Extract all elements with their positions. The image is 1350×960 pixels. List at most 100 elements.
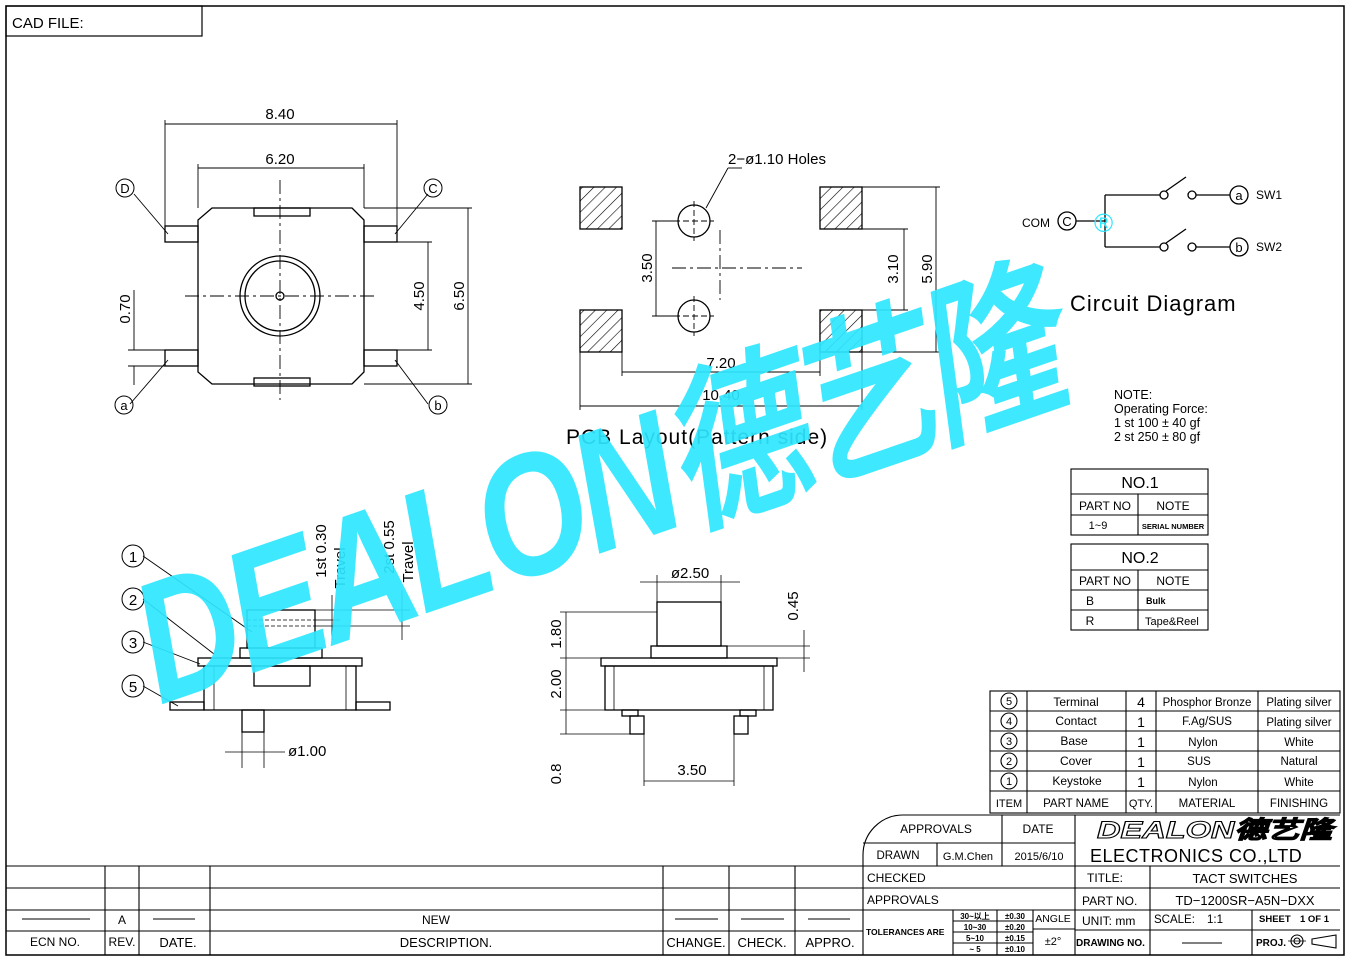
note-line2: 1 st 100 ± 40 gf <box>1114 416 1201 430</box>
sw2-label: SW2 <box>1256 240 1282 254</box>
unit-label: UNIT: mm <box>1082 914 1135 928</box>
bom-finish: Natural <box>1280 756 1317 768</box>
front-view <box>560 575 810 786</box>
tol-value: ±0.15 <box>1005 934 1026 943</box>
tol-range: 5~10 <box>966 934 985 943</box>
pcb-dim-590: 5.90 <box>919 254 936 283</box>
holes-label: 2−ø1.10 Holes <box>728 151 826 168</box>
front-dim-dia-250: ø2.50 <box>671 565 709 582</box>
check-header: CHECK. <box>737 935 786 950</box>
front-leg-l <box>629 715 645 735</box>
travel-2st: 2st 0.55 <box>381 520 398 573</box>
bom-name: Base <box>1060 734 1088 748</box>
rev-header: REV. <box>109 935 136 949</box>
bom-header-name: PART NAME <box>1043 798 1109 810</box>
bom-item: 1 <box>1006 776 1012 788</box>
tol-value: ±0.30 <box>1005 912 1026 921</box>
b-letter: b <box>1235 240 1242 255</box>
approvals-heading: APPROVALS <box>900 822 972 836</box>
bom-item: 5 <box>1006 696 1012 708</box>
pcb-dim-720: 7.20 <box>706 355 735 372</box>
no2-row-note: Tape&Reel <box>1145 616 1199 628</box>
bom-header-item: ITEM <box>996 798 1022 810</box>
no2-row-note: Bulk <box>1146 596 1166 606</box>
revision-block: A NEW ECN NO. REV. DATE. DESCRIPTION. CH… <box>30 913 855 950</box>
date-header: DATE. <box>159 935 196 950</box>
dim-070: 0.70 <box>117 294 134 323</box>
dim-650: 6.50 <box>451 281 468 310</box>
tolerances-label: TOLERANCES ARE <box>866 927 945 937</box>
company-name: ELECTRONICS CO.,LTD <box>1090 846 1302 866</box>
bom-name: Keystoke <box>1052 774 1102 788</box>
checked-label: CHECKED <box>867 871 926 885</box>
no2-title: NO.2 <box>1121 550 1158 567</box>
no1-title: NO.1 <box>1121 475 1158 492</box>
a-terminal <box>1229 185 1249 205</box>
bom-material: Phosphor Bronze <box>1163 697 1252 709</box>
bom-item: 2 <box>1006 756 1012 768</box>
bom-name: Contact <box>1055 714 1097 728</box>
side-view <box>121 544 410 768</box>
pin-c <box>363 225 398 243</box>
cad-file-label: CAD FILE: <box>12 15 84 32</box>
tol-value: ±0.20 <box>1005 923 1026 932</box>
callout-2: 2 <box>129 592 137 609</box>
desc-header: DESCRIPTION. <box>400 935 492 950</box>
pin-d <box>164 225 199 243</box>
pcb-dim-1040: 10.40 <box>702 387 740 404</box>
title-value: TACT SWITCHES <box>1193 871 1298 886</box>
bom-finish: Plating silver <box>1266 717 1331 729</box>
note-line3: 2 st 250 ± 80 gf <box>1114 430 1201 444</box>
pin-label-a: a <box>120 398 128 413</box>
cad-file-box <box>5 5 203 37</box>
date-heading: DATE <box>1022 822 1053 836</box>
sw2-contact <box>1165 228 1187 244</box>
circuit-diagram <box>1057 176 1249 257</box>
pcb-title: PCB Layout(Pattern side) <box>566 426 828 449</box>
bom-name: Cover <box>1060 754 1092 768</box>
bom-material: Nylon <box>1188 737 1217 749</box>
front-dim-045: 0.45 <box>785 591 802 620</box>
bom-header-qty: QTY. <box>1129 798 1153 810</box>
drawn-by: G.M.Chen <box>943 851 993 863</box>
front-top-plate <box>600 657 778 667</box>
travel-1st: 1st 0.30 <box>313 524 330 577</box>
front-base <box>604 665 774 711</box>
no2-col1: PART NO <box>1079 574 1131 588</box>
bom-material: F.Ag/SUS <box>1182 716 1232 728</box>
no1-col2: NOTE <box>1156 499 1189 513</box>
no1-row-note: SERIAL NUMBER <box>1142 522 1205 531</box>
tol-value: ±0.10 <box>1005 945 1026 954</box>
bottom-tab <box>253 377 311 387</box>
front-cover <box>650 645 728 659</box>
dim-450: 4.50 <box>411 281 428 310</box>
pad-bottom-right <box>819 309 863 353</box>
sheet-border <box>5 5 1345 956</box>
front-peg-r <box>739 709 757 717</box>
bom-qty: 1 <box>1137 754 1145 770</box>
bom-qty: 4 <box>1137 694 1145 710</box>
watermark-reg: ® <box>1094 208 1113 238</box>
dim-dia-100: ø1.00 <box>288 743 326 760</box>
dim-620: 6.20 <box>265 151 294 168</box>
pcb-layout <box>579 167 940 410</box>
rev-value: A <box>118 913 126 927</box>
part-no-value: TD−1200SR−A5N−DXX <box>1175 893 1314 908</box>
no1-row-part: 1~9 <box>1089 520 1108 532</box>
side-terminal-l <box>169 701 205 711</box>
bom-item: 3 <box>1006 736 1012 748</box>
pin-label-c: C <box>428 181 437 196</box>
note-heading: NOTE: <box>1114 388 1152 402</box>
travel-1st-label: Travel <box>332 547 349 588</box>
bom-qty: 1 <box>1137 714 1145 730</box>
no2-row-part: R <box>1086 614 1095 628</box>
part-no-label: PART NO. <box>1082 894 1137 908</box>
dim-840: 8.40 <box>265 106 294 123</box>
bom-finish: Plating silver <box>1266 697 1331 709</box>
drawing-no-label: DRAWING NO. <box>1076 938 1145 949</box>
bom-name: Terminal <box>1053 695 1098 709</box>
notes: NOTE: Operating Force: 1 st 100 ± 40 gf … <box>1114 388 1208 444</box>
ecn-header: ECN NO. <box>30 935 80 949</box>
angle-value: ±2° <box>1045 936 1062 948</box>
